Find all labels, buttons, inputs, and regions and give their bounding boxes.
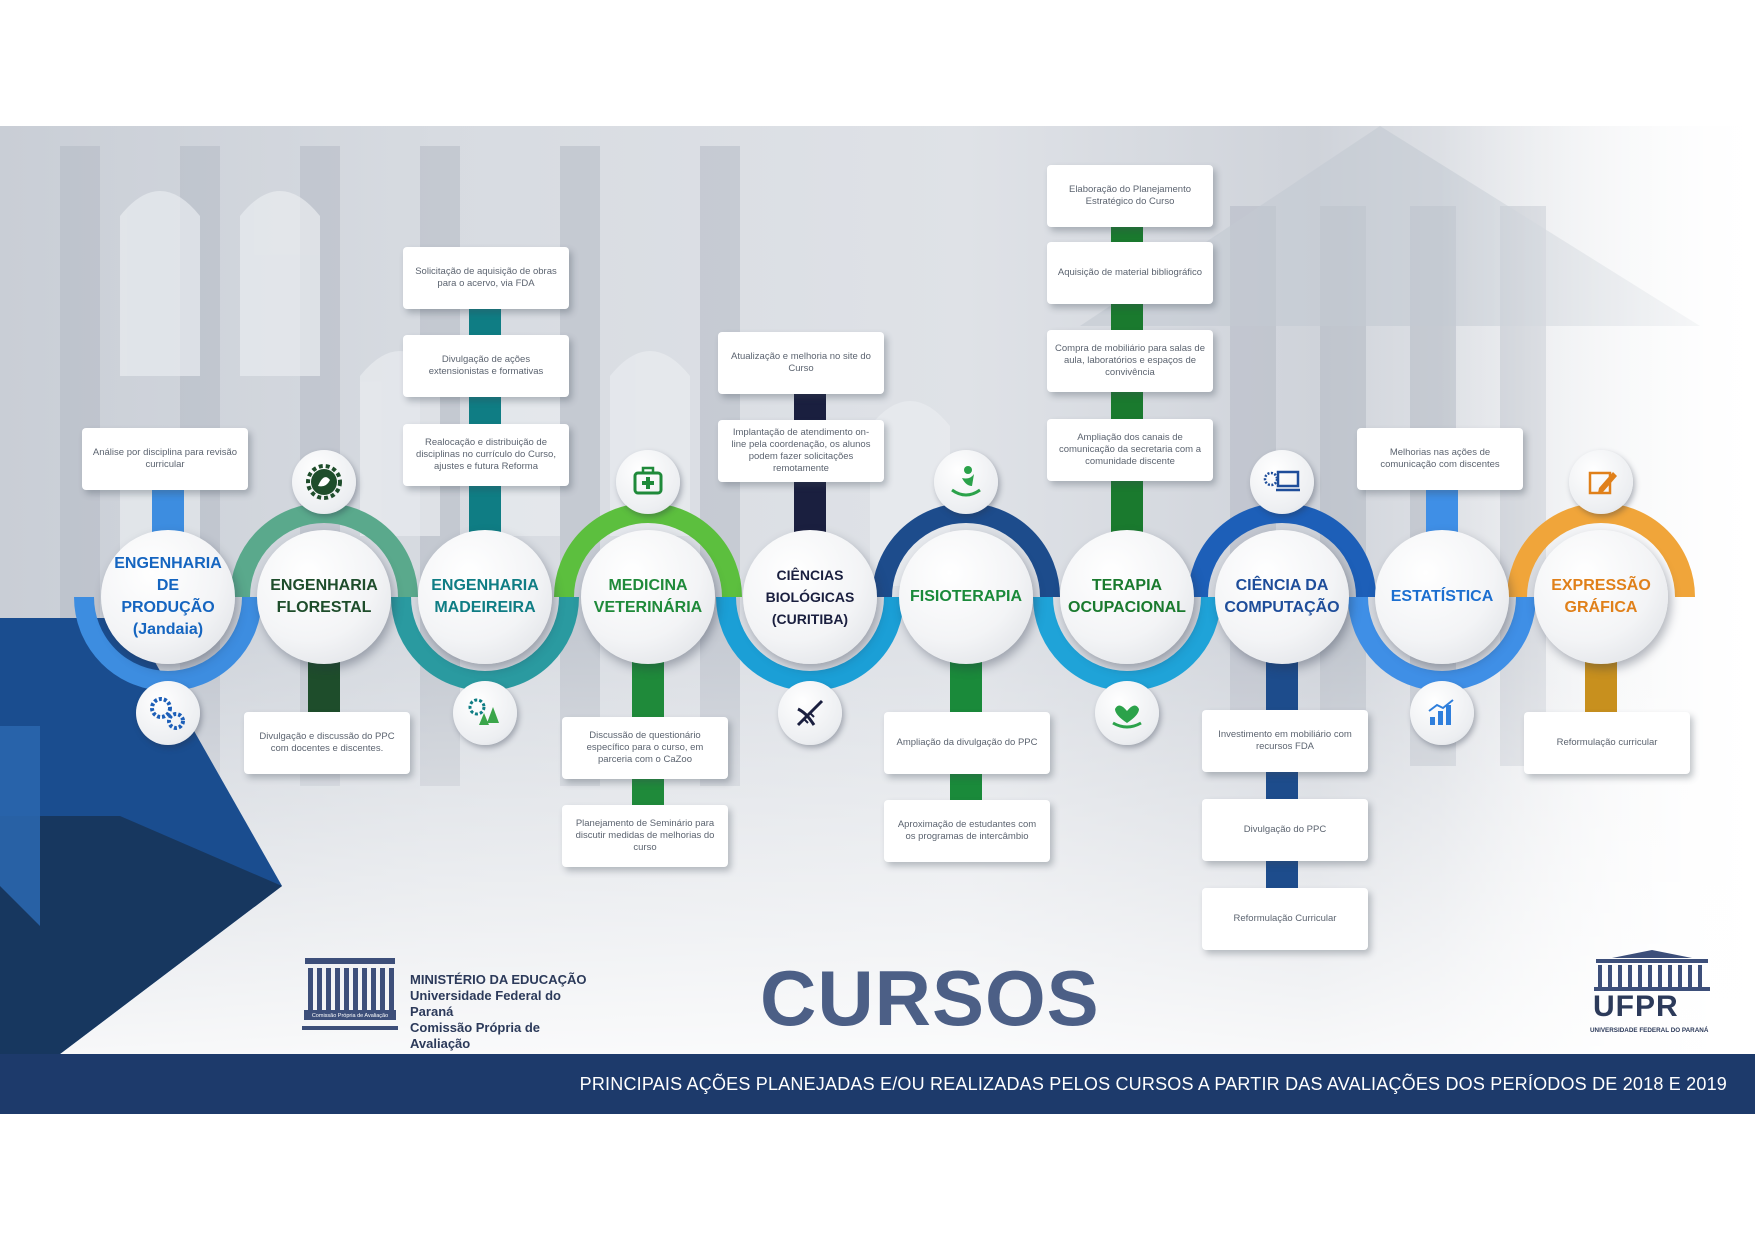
ufpr-logo: UFPR UNIVERSIDADE FEDERAL DO PARANÁ [1588,950,1716,1040]
bar-chart-icon [1410,681,1474,745]
action-box: Divulgação e discussão do PPC com docent… [244,712,410,774]
course-node: CIÊNCIA DA COMPUTAÇÃO [1215,530,1349,664]
gear-trees-icon [453,681,517,745]
course-name-line: MEDICINA [608,577,688,594]
course-node: FISIOTERAPIA [899,530,1033,664]
course-stem-bottom [1266,657,1298,928]
course-name-line: ENGENHARIA DE [114,555,222,594]
action-box: Divulgação do PPC [1202,799,1368,861]
cpa-logo: Comissão Própria de Avaliação MINISTÉRIO… [300,950,600,1051]
action-box: Análise por disciplina para revisão curr… [82,428,248,490]
course-ring-arc [1033,596,1221,691]
medical-kit-icon [616,450,680,514]
building-background [0,126,1755,1054]
action-box: Investimento em mobiliário com recursos … [1202,710,1368,772]
footer-bar: PRINCIPAIS AÇÕES PLANEJADAS E/OU REALIZA… [0,1054,1755,1114]
course-ring-arc [716,596,904,691]
course-name-line: OCUPACIONAL [1068,599,1186,616]
action-box: Aproximação de estudantes com os program… [884,800,1050,862]
course-name-line: (CURITIBA) [771,611,849,627]
course-name-line: CIÊNCIA DA [1235,577,1329,594]
computer-gear-icon [1250,450,1314,514]
course-ring-arc [74,596,262,691]
course-node: ENGENHARIA DE PRODUÇÃO (Jandaia) [101,530,235,664]
action-box: Solicitação de aquisição de obras para o… [403,247,569,309]
course-name: CIÊNCIAS BIOLÓGICAS (CURITIBA) [746,564,874,630]
action-box: Melhorias nas ações de comunicação com d… [1357,428,1523,490]
course-node: ENGENHARIA MADEIREIRA [418,530,552,664]
cpa-university: Universidade Federal do Paraná [410,988,561,1019]
action-box: Reformulação curricular [1524,712,1690,774]
course-ring-arc [1348,596,1536,691]
course-node: ESTATÍSTICA [1375,530,1509,664]
action-box: Realocação e distribuição de disciplinas… [403,424,569,486]
course-name-line: GRÁFICA [1564,599,1638,616]
course-name: ESTATÍSTICA [1382,586,1502,608]
course-ring-arc [391,596,579,691]
course-name: MEDICINA VETERINÁRIA [588,575,708,619]
course-name: ENGENHARIA MADEIREIRA [425,575,545,619]
course-name-line: FLORESTAL [276,599,372,616]
course-name-line: CIÊNCIAS BIOLÓGICAS [765,567,855,605]
gear-leaf-icon [292,450,356,514]
course-name: ENGENHARIA FLORESTAL [264,575,384,619]
cpa-commission: Comissão Própria de Avaliação [410,1020,541,1051]
action-box: Planejamento de Seminário para discutir … [562,805,728,867]
course-name-line: TERAPIA [1091,577,1163,594]
course-node: CIÊNCIAS BIOLÓGICAS (CURITIBA) [743,530,877,664]
action-box: Aquisição de material bibliográfico [1047,242,1213,304]
action-box: Atualização e melhoria no site do Curso [718,332,884,394]
course-name: TERAPIA OCUPACIONAL [1067,575,1187,619]
dna-icon [778,681,842,745]
action-box: Implantação de atendimento on-line pela … [718,420,884,482]
hand-heart-icon [1095,681,1159,745]
cpa-building-emblem [302,958,398,1030]
course-name-line: MADEIREIRA [434,599,536,616]
course-name-line: FISIOTERAPIA [909,588,1022,605]
figure-hands-icon [934,450,998,514]
course-name: FISIOTERAPIA [906,586,1026,608]
ufpr-building-emblem [1594,950,1710,991]
action-box: Discussão de questionário específico par… [562,717,728,779]
course-name-line: (Jandaia) [132,621,204,638]
course-name-line: VETERINÁRIA [593,599,703,616]
ufpr-subtitle: UNIVERSIDADE FEDERAL DO PARANÁ [1590,1027,1709,1034]
course-name: CIÊNCIA DA COMPUTAÇÃO [1222,575,1342,619]
course-name-line: COMPUTAÇÃO [1224,599,1340,616]
pencil-note-icon [1569,450,1633,514]
action-box: Compra de mobiliário para salas de aula,… [1047,330,1213,392]
course-name-line: EXPRESSÃO [1551,577,1651,594]
course-name-line: PRODUÇÃO [121,599,215,616]
course-name-line: ENGENHARIA [270,577,378,594]
course-name: EXPRESSÃO GRÁFICA [1541,575,1661,619]
cpa-emblem-caption: Comissão Própria de Avaliação [311,1013,389,1019]
footer-caption: PRINCIPAIS AÇÕES PLANEJADAS E/OU REALIZA… [579,1074,1727,1094]
action-box: Reformulação Curricular [1202,888,1368,950]
action-box: Elaboração do Planejamento Estratégico d… [1047,165,1213,227]
course-name-line: ENGENHARIA [431,577,539,594]
course-node: ENGENHARIA FLORESTAL [257,530,391,664]
course-node: TERAPIA OCUPACIONAL [1060,530,1194,664]
course-name: ENGENHARIA DE PRODUÇÃO (Jandaia) [108,553,228,641]
cpa-text: MINISTÉRIO DA EDUCAÇÃO Universidade Fede… [410,972,600,1052]
ufpr-wordmark: UFPR [1593,990,1679,1023]
cpa-ministry: MINISTÉRIO DA EDUCAÇÃO [410,972,587,987]
gears-icon [136,681,200,745]
course-name-line: ESTATÍSTICA [1390,588,1494,605]
page-title: CURSOS [760,954,1100,1042]
action-box: Divulgação de ações extensionistas e for… [403,335,569,397]
course-node: EXPRESSÃO GRÁFICA [1534,530,1668,664]
course-node: MEDICINA VETERINÁRIA [581,530,715,664]
action-box: Ampliação dos canais de comunicação da s… [1047,419,1213,481]
action-box: Ampliação da divulgação do PPC [884,712,1050,774]
